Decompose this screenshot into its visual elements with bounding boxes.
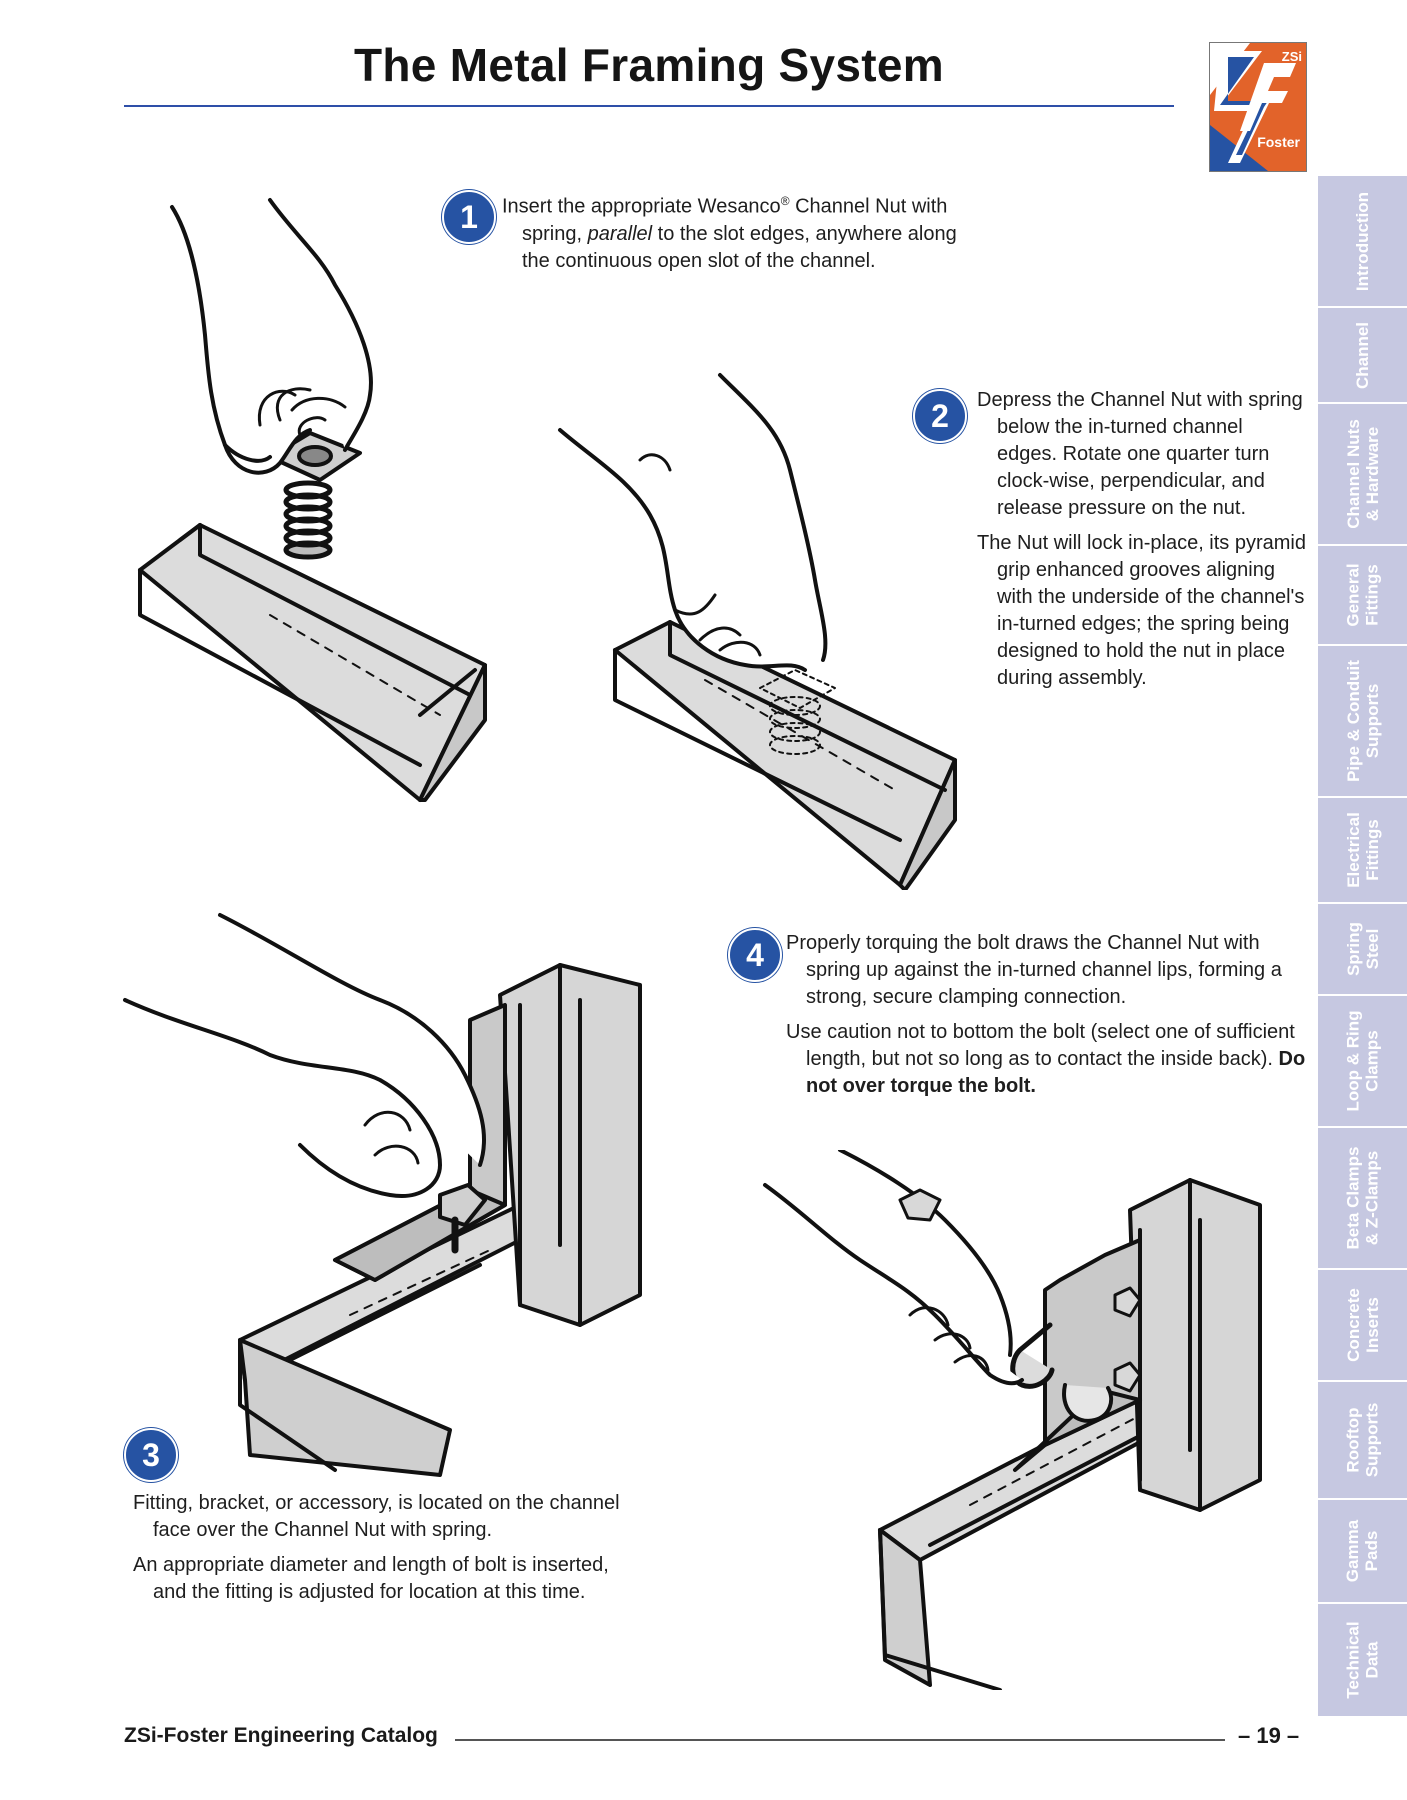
step-4-paragraph-2: Use caution not to bottom the bolt (sele… — [786, 1021, 1306, 1097]
step-2-badge: 2 — [913, 389, 967, 443]
tab-channel[interactable]: Channel — [1318, 308, 1407, 404]
footer-rule — [455, 1739, 1225, 1741]
illustration-fitting-bolt — [123, 913, 642, 1477]
illustration-insert-nut — [138, 198, 487, 802]
section-tabs: Introduction Channel Channel Nuts & Hard… — [1318, 176, 1407, 1718]
tab-channel-nuts-hardware[interactable]: Channel Nuts & Hardware — [1318, 404, 1407, 546]
step-4-paragraph-1: Properly torquing the bolt draws the Cha… — [786, 932, 1282, 1008]
tab-loop-ring-clamps[interactable]: Loop & Ring Clamps — [1318, 996, 1407, 1128]
footer-catalog-name: ZSi-Foster Engineering Catalog — [124, 1724, 438, 1747]
svg-text:ZSi: ZSi — [1282, 49, 1302, 64]
illustration-rotate-nut — [558, 373, 957, 890]
zsi-foster-logo: ZSi Foster — [1209, 42, 1307, 172]
step-3-paragraph-2: An appropriate diameter and length of bo… — [133, 1554, 609, 1603]
illustration-torque-bolt — [763, 1150, 1262, 1690]
step-1-text: Insert the appropriate Wesanco® Channel … — [502, 194, 957, 272]
page-number: – 19 – — [1238, 1723, 1300, 1748]
tab-general-fittings[interactable]: General Fittings — [1318, 546, 1407, 646]
tab-pipe-conduit-supports[interactable]: Pipe & Conduit Supports — [1318, 646, 1407, 798]
tab-introduction[interactable]: Introduction — [1318, 176, 1407, 308]
tab-gamma-pads[interactable]: Gamma Pads — [1318, 1500, 1407, 1604]
step-3-text: Fitting, bracket, or accessory, is locat… — [133, 1490, 623, 1614]
tab-electrical-fittings[interactable]: Electrical Fittings — [1318, 798, 1407, 904]
tab-beta-z-clamps[interactable]: Beta Clamps & Z-Clamps — [1318, 1128, 1407, 1270]
step-2-paragraph-2: The Nut will lock in-place, its pyramid … — [977, 532, 1306, 689]
step-3-badge: 3 — [124, 1428, 178, 1482]
step-2-paragraph-1: Depress the Channel Nut with spring belo… — [977, 389, 1303, 519]
step-1-badge: 1 — [442, 190, 496, 244]
title-rule — [124, 105, 1174, 107]
svg-text:Foster: Foster — [1257, 134, 1300, 150]
step-4-badge: 4 — [728, 928, 782, 982]
tab-concrete-inserts[interactable]: Concrete Inserts — [1318, 1270, 1407, 1382]
step-3-paragraph-1: Fitting, bracket, or accessory, is locat… — [133, 1492, 620, 1541]
page-title: The Metal Framing System — [353, 39, 945, 91]
tab-spring-steel[interactable]: Spring Steel — [1318, 904, 1407, 996]
tab-rooftop-supports[interactable]: Rooftop Supports — [1318, 1382, 1407, 1500]
step-2-text: Depress the Channel Nut with spring belo… — [977, 387, 1307, 700]
tab-technical-data[interactable]: Technical Data — [1318, 1604, 1407, 1718]
step-4-text: Properly torquing the bolt draws the Cha… — [786, 930, 1306, 1108]
